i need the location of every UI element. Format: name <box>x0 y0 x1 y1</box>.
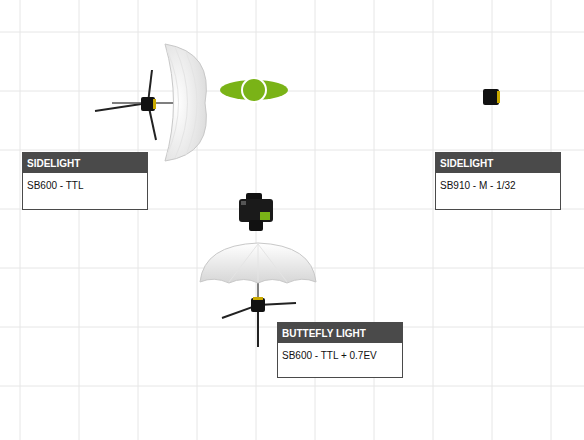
subject <box>220 78 288 102</box>
grid-line <box>0 386 584 387</box>
light-label-box: BUTTEFLY LIGHTSB600 - TTL + 0.7EV <box>277 322 403 378</box>
camera <box>239 193 273 231</box>
grid-line <box>551 0 552 440</box>
grid-line <box>492 0 493 440</box>
light-label-box: SIDELIGHTSB600 - TTL <box>22 152 148 210</box>
light-label-box: SIDELIGHTSB910 - M - 1/32 <box>435 152 561 210</box>
light-role-heading: SIDELIGHT <box>23 153 147 173</box>
light-role-heading: BUTTEFLY LIGHT <box>278 323 402 343</box>
flash-setting: SB910 - M - 1/32 <box>436 173 560 196</box>
light-role-heading: SIDELIGHT <box>436 153 560 173</box>
grid-line <box>433 0 434 440</box>
flash-setting: SB600 - TTL + 0.7EV <box>278 343 402 366</box>
grid-line <box>79 0 80 440</box>
left-umbrella-light <box>95 44 206 161</box>
flash-setting: SB600 - TTL <box>23 173 147 196</box>
grid-line <box>138 0 139 440</box>
grid-line <box>20 0 21 440</box>
right-flash <box>483 89 500 105</box>
grid-line <box>0 32 584 33</box>
grid-line <box>0 150 584 151</box>
